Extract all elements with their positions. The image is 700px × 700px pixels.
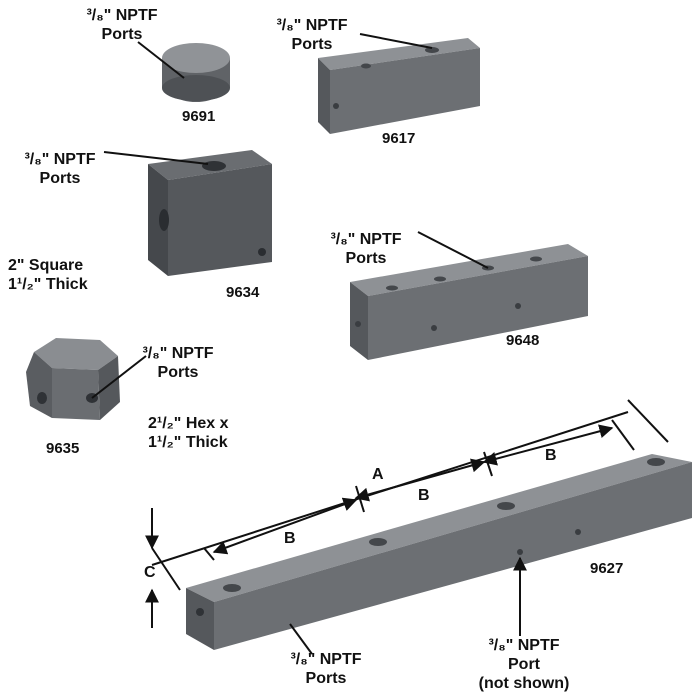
part-9635-size-label: 2¹/₂" Hex x 1¹/₂" Thick bbox=[148, 415, 229, 451]
dim-b3-label: B bbox=[545, 447, 557, 464]
part-9691-image bbox=[162, 43, 230, 102]
dim-b1-label: B bbox=[284, 530, 296, 547]
part-9691-number: 9691 bbox=[182, 108, 216, 125]
dim-a-label: A bbox=[372, 466, 384, 483]
dim-b2-label: B bbox=[418, 487, 430, 504]
part-9627-image bbox=[186, 454, 692, 650]
dimension-labels: A B B B C bbox=[144, 447, 557, 581]
part-9648-image bbox=[350, 244, 588, 360]
part-9617-image bbox=[318, 38, 480, 134]
part-9635-ports-label: ³/₈" NPTF Ports bbox=[142, 345, 214, 381]
part-9634-ports-label: ³/₈" NPTF Ports bbox=[24, 151, 96, 187]
part-9648-ports-label: ³/₈" NPTF Ports bbox=[330, 231, 402, 267]
dim-c-label: C bbox=[144, 564, 156, 581]
part-9617-number: 9617 bbox=[382, 130, 416, 147]
part-9627-ports-label: ³/₈" NPTF Ports bbox=[290, 651, 362, 687]
part-9634-size-label: 2" Square 1¹/₂" Thick bbox=[8, 257, 88, 293]
part-9635-number: 9635 bbox=[46, 440, 80, 457]
part-9617-ports-label: ³/₈" NPTF Ports bbox=[276, 17, 348, 53]
dimension-lines bbox=[145, 399, 669, 628]
leader-lines bbox=[91, 33, 527, 655]
part-9634-image bbox=[148, 150, 272, 276]
part-9634-number: 9634 bbox=[226, 284, 260, 301]
part-9635-image bbox=[26, 338, 120, 420]
part-9648-number: 9648 bbox=[506, 332, 540, 349]
part-9627-hidden-port-label: ³/₈" NPTF Port (not shown) bbox=[478, 637, 570, 692]
part-9627-number: 9627 bbox=[590, 560, 624, 577]
part-9691-ports-label: ³/₈" NPTF Ports bbox=[86, 7, 158, 43]
